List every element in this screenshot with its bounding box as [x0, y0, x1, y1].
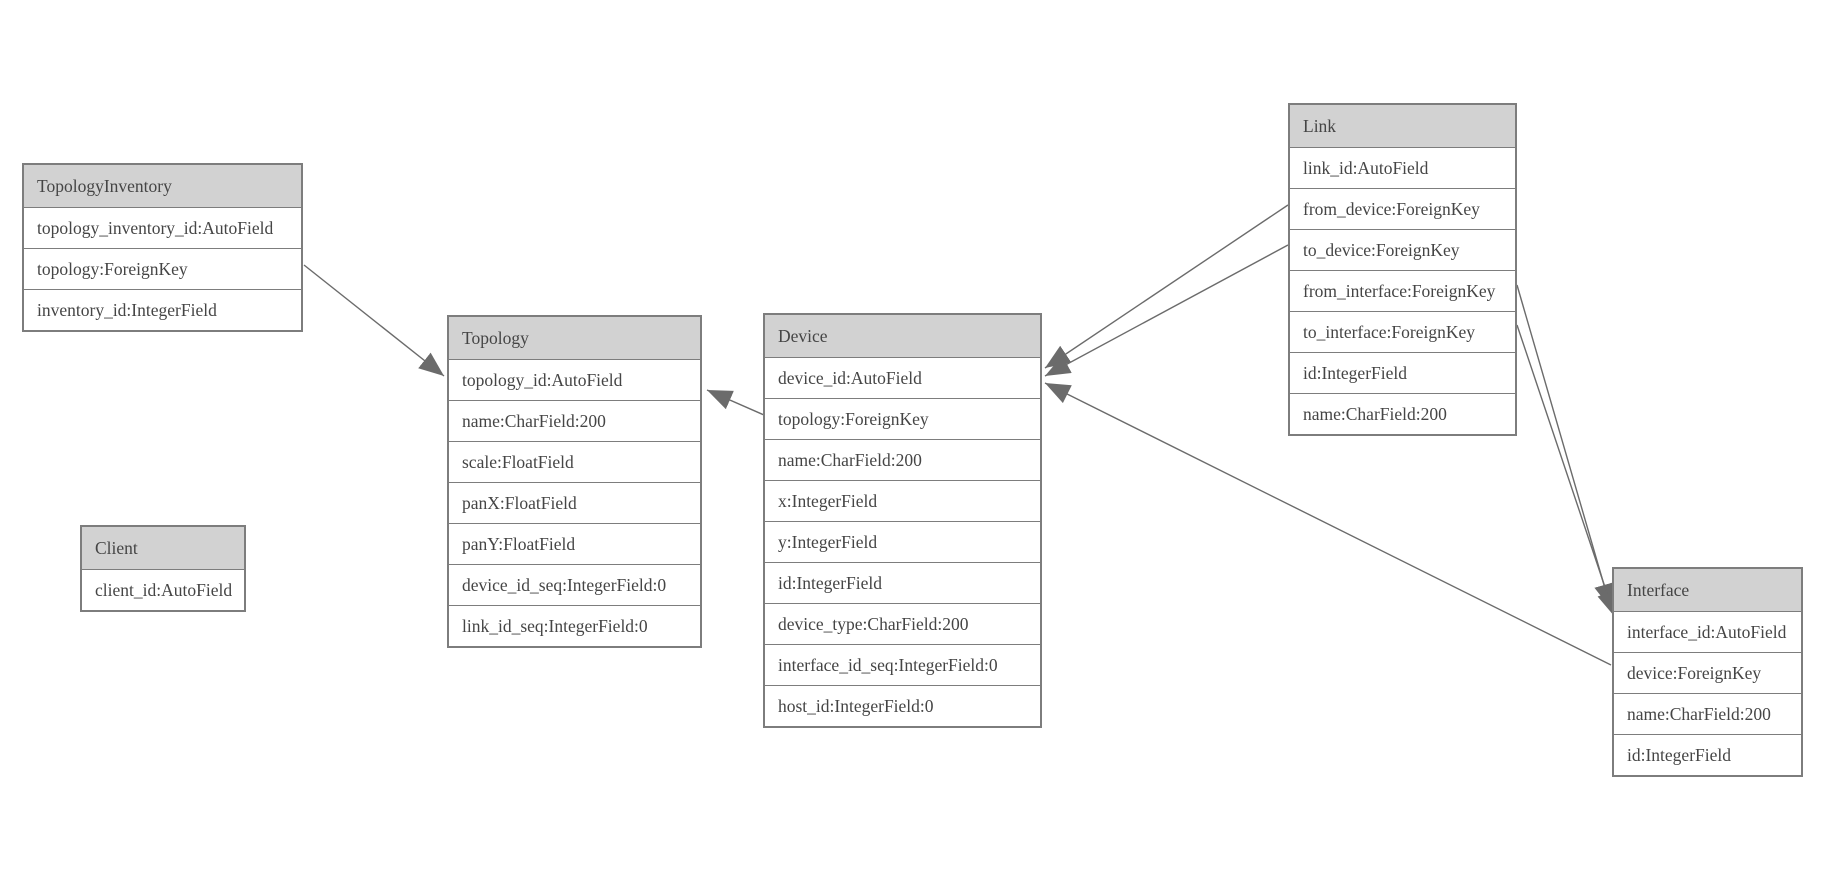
entity-field: device_id:AutoField: [765, 358, 1040, 399]
entity-title: Device: [765, 315, 1040, 358]
entity-field: name:CharField:200: [1290, 394, 1515, 434]
entity-field: to_interface:ForeignKey: [1290, 312, 1515, 353]
entity-field: topology_id:AutoField: [449, 360, 700, 401]
entity-field: host_id:IntegerField:0: [765, 686, 1040, 726]
entity-field: name:CharField:200: [765, 440, 1040, 481]
entity-field: id:IntegerField: [1614, 735, 1801, 775]
entity-field: to_device:ForeignKey: [1290, 230, 1515, 271]
entity-field: from_device:ForeignKey: [1290, 189, 1515, 230]
entity-field: interface_id:AutoField: [1614, 612, 1801, 653]
entity-field: topology_inventory_id:AutoField: [24, 208, 301, 249]
edge-link-from-interface-to-interface: [1516, 284, 1614, 610]
edge-link-to-device-to-device: [1044, 244, 1289, 377]
entity-field: panY:FloatField: [449, 524, 700, 565]
entity-field: id:IntegerField: [765, 563, 1040, 604]
entity-title: Client: [82, 527, 244, 570]
entity-field: name:CharField:200: [449, 401, 700, 442]
entity-title: TopologyInventory: [24, 165, 301, 208]
entity-field: client_id:AutoField: [82, 570, 244, 610]
entity-field: from_interface:ForeignKey: [1290, 271, 1515, 312]
entity-field: device_id_seq:IntegerField:0: [449, 565, 700, 606]
edge-device-topology-to-topology: [706, 389, 765, 416]
entity-field: x:IntegerField: [765, 481, 1040, 522]
entity-title: Topology: [449, 317, 700, 360]
edge-topologyinventory-topology-to-topology: [303, 264, 445, 377]
entity-field: topology:ForeignKey: [24, 249, 301, 290]
entity-field: y:IntegerField: [765, 522, 1040, 563]
entity-field: scale:FloatField: [449, 442, 700, 483]
entity-field: panX:FloatField: [449, 483, 700, 524]
entity-field: name:CharField:200: [1614, 694, 1801, 735]
edge-link-to-interface-to-interface: [1516, 324, 1617, 618]
entity-field: link_id_seq:IntegerField:0: [449, 606, 700, 646]
entity-field: device:ForeignKey: [1614, 653, 1801, 694]
entity-field: inventory_id:IntegerField: [24, 290, 301, 330]
entity-field: device_type:CharField:200: [765, 604, 1040, 645]
entity-field: id:IntegerField: [1290, 353, 1515, 394]
entity-field: topology:ForeignKey: [765, 399, 1040, 440]
entity-title: Interface: [1614, 569, 1801, 612]
edge-link-from-device-to-device: [1044, 204, 1289, 369]
entity-field: interface_id_seq:IntegerField:0: [765, 645, 1040, 686]
entity-title: Link: [1290, 105, 1515, 148]
entity-field: link_id:AutoField: [1290, 148, 1515, 189]
